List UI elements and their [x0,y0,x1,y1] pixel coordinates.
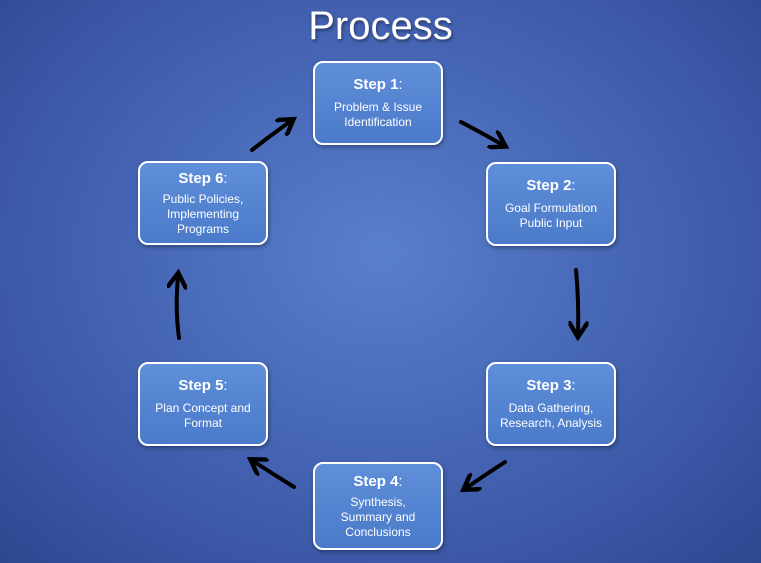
step-3-description: Data Gathering, Research, Analysis [499,401,603,430]
step-6-heading: Step 6: [178,169,228,187]
arrow-step4-to-step5 [253,461,296,489]
step-4-description: Synthesis, Summary and Conclusions [340,494,416,539]
step-2-box: Step 2: Goal Formulation Public Input [486,162,616,246]
step-6-description: Public Policies, Implementing Programs [162,191,244,236]
step-1-heading: Step 1: [353,76,403,93]
step-1-box: Step 1: Problem & Issue Identification [313,61,443,145]
step-3-heading: Step 3: [526,377,576,394]
step-5-label: Step 5 [178,377,224,394]
arrow-step3-to-step4 [466,460,507,488]
arrow-step1-to-step2 [459,120,503,145]
step-2-heading: Step 2: [526,177,576,194]
step-1-label: Step 1 [353,76,399,93]
step-5-box: Step 5: Plan Concept and Format [138,362,268,446]
step-2-description: Goal Formulation Public Input [504,201,598,230]
step-4-label: Step 4 [353,472,399,490]
step-5-heading: Step 5: [178,377,228,394]
step-3-label: Step 3 [526,377,572,394]
step-5-description: Plan Concept and Format [155,401,251,430]
step-6-label: Step 6 [178,169,224,187]
step-4-box: Step 4: Synthesis, Summary and Conclusio… [313,462,443,550]
step-6-box: Step 6: Public Policies, Implementing Pr… [138,161,268,245]
step-4-heading: Step 4: [353,472,403,490]
step-1-description: Problem & Issue Identification [333,100,423,129]
arrow-step2-to-step3 [576,268,578,334]
step-2-label: Step 2 [526,177,572,194]
step-3-box: Step 3: Data Gathering, Research, Analys… [486,362,616,446]
arrow-step6-to-step1 [250,121,291,152]
arrow-step5-to-step6 [177,276,179,340]
page-title: Process [308,4,453,48]
